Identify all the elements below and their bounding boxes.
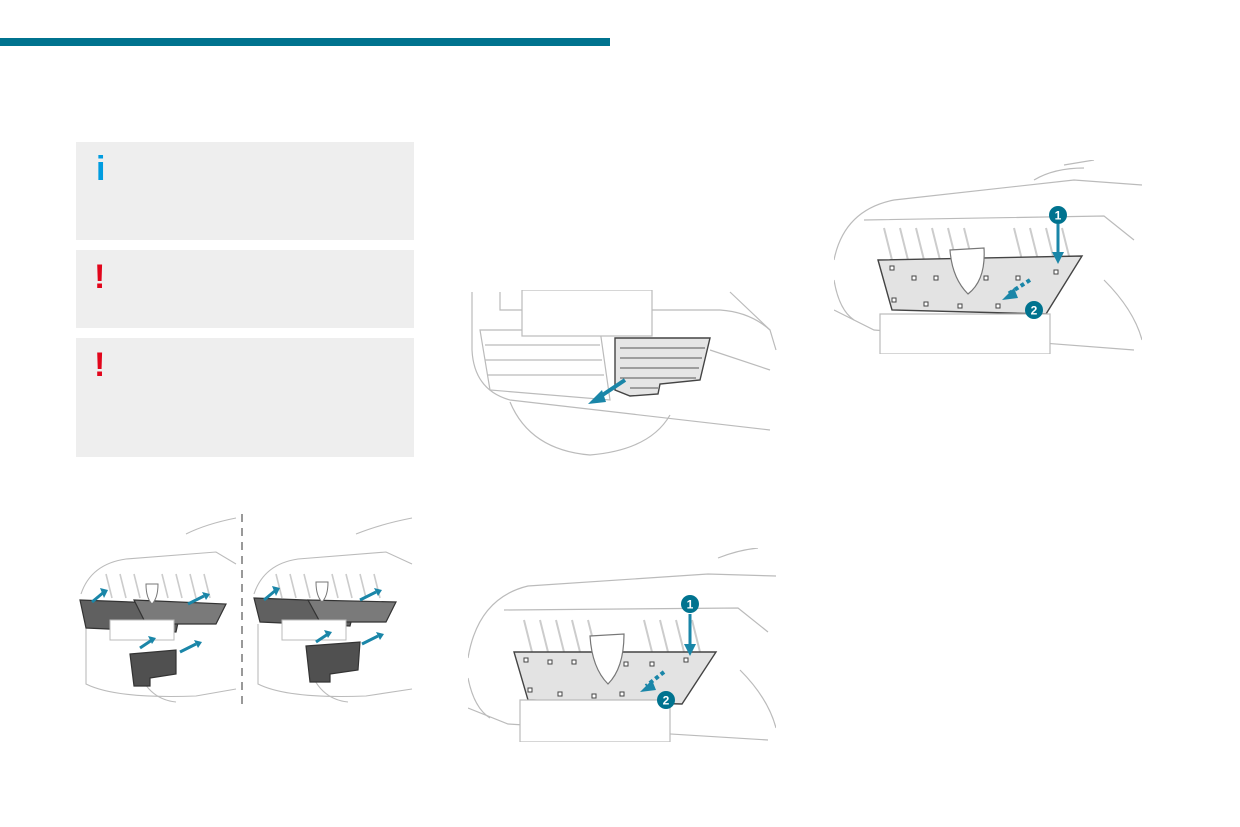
info-note-box: i xyxy=(76,142,414,240)
upper-panel-step-a-illustration: 1 2 xyxy=(468,548,776,742)
upper-panel-step-a-drawing: 1 2 xyxy=(468,548,776,742)
warning-icon: ! xyxy=(94,258,106,296)
callout-2: 2 xyxy=(1031,304,1038,318)
callout-2: 2 xyxy=(663,694,670,708)
info-icon: i xyxy=(96,150,106,188)
warning-icon: ! xyxy=(94,346,106,384)
callout-1: 1 xyxy=(1055,209,1062,223)
lower-grille-removal-illustration xyxy=(470,290,778,460)
lower-grille-removal-drawing xyxy=(471,290,777,456)
upper-panel-step-b-illustration: 1 2 xyxy=(834,160,1142,354)
warning-note-box-2: ! xyxy=(76,338,414,457)
upper-panel-step-b-drawing: 1 2 xyxy=(834,160,1142,354)
callout-1: 1 xyxy=(687,598,694,612)
install-variants-drawing xyxy=(79,514,413,706)
install-variants-illustration xyxy=(76,514,414,706)
warning-note-box-1: ! xyxy=(76,250,414,328)
header-accent-bar xyxy=(0,38,610,46)
